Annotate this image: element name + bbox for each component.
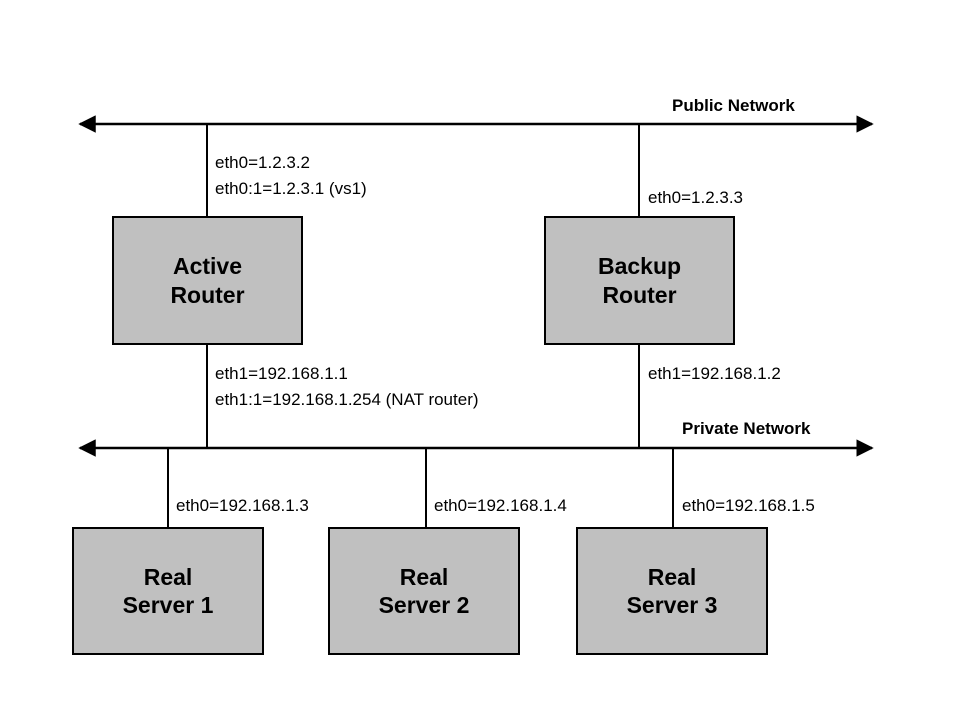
- active-router-public-interfaces: eth0=1.2.3.2 eth0:1=1.2.3.1 (vs1): [215, 150, 367, 202]
- backup-router-eth1: eth1=192.168.1.2: [648, 364, 781, 383]
- active-router-label-line1: Active: [172, 253, 243, 280]
- real-server-1-box[interactable]: Real Server 1: [72, 527, 264, 655]
- real-server-2-label-line2: Server 2: [378, 592, 470, 618]
- real-server-2-label-line1: Real: [399, 563, 449, 590]
- backup-router-box[interactable]: Backup Router: [544, 216, 735, 345]
- real-server-3-eth0: eth0=192.168.1.5: [682, 496, 815, 515]
- active-router-box[interactable]: Active Router: [112, 216, 303, 345]
- real-server-2-interface: eth0=192.168.1.4: [434, 493, 567, 519]
- real-server-1-interface: eth0=192.168.1.3: [176, 493, 309, 519]
- active-router-label-line2: Router: [170, 281, 245, 308]
- real-server-1-label-line2: Server 1: [122, 592, 214, 618]
- active-router-eth1: eth1=192.168.1.1: [215, 364, 348, 383]
- real-server-3-interface: eth0=192.168.1.5: [682, 493, 815, 519]
- active-router-private-interfaces: eth1=192.168.1.1 eth1:1=192.168.1.254 (N…: [215, 361, 479, 413]
- private-network-label: Private Network: [682, 419, 811, 438]
- real-server-3-label-line1: Real: [647, 563, 697, 590]
- backup-router-label-line2: Router: [602, 281, 677, 308]
- backup-router-public-interfaces: eth0=1.2.3.3: [648, 185, 743, 211]
- real-server-2-eth0: eth0=192.168.1.4: [434, 496, 567, 515]
- backup-router-eth0: eth0=1.2.3.3: [648, 188, 744, 207]
- real-server-3-box[interactable]: Real Server 3: [576, 527, 768, 655]
- real-server-1-label-line1: Real: [143, 563, 193, 590]
- real-server-1-eth0: eth0=192.168.1.3: [176, 496, 309, 515]
- active-router-eth0: eth0=1.2.3.2: [215, 153, 311, 172]
- active-router-eth0-alias: eth0:1=1.2.3.1 (vs1): [215, 178, 367, 198]
- active-router-eth1-alias: eth1:1=192.168.1.254 (NAT router): [215, 389, 479, 409]
- backup-router-private-interfaces: eth1=192.168.1.2: [648, 361, 781, 387]
- real-server-3-label-line2: Server 3: [626, 592, 718, 618]
- backup-router-label-line1: Backup: [597, 253, 682, 280]
- public-network-label: Public Network: [672, 96, 795, 115]
- real-server-2-box[interactable]: Real Server 2: [328, 527, 520, 655]
